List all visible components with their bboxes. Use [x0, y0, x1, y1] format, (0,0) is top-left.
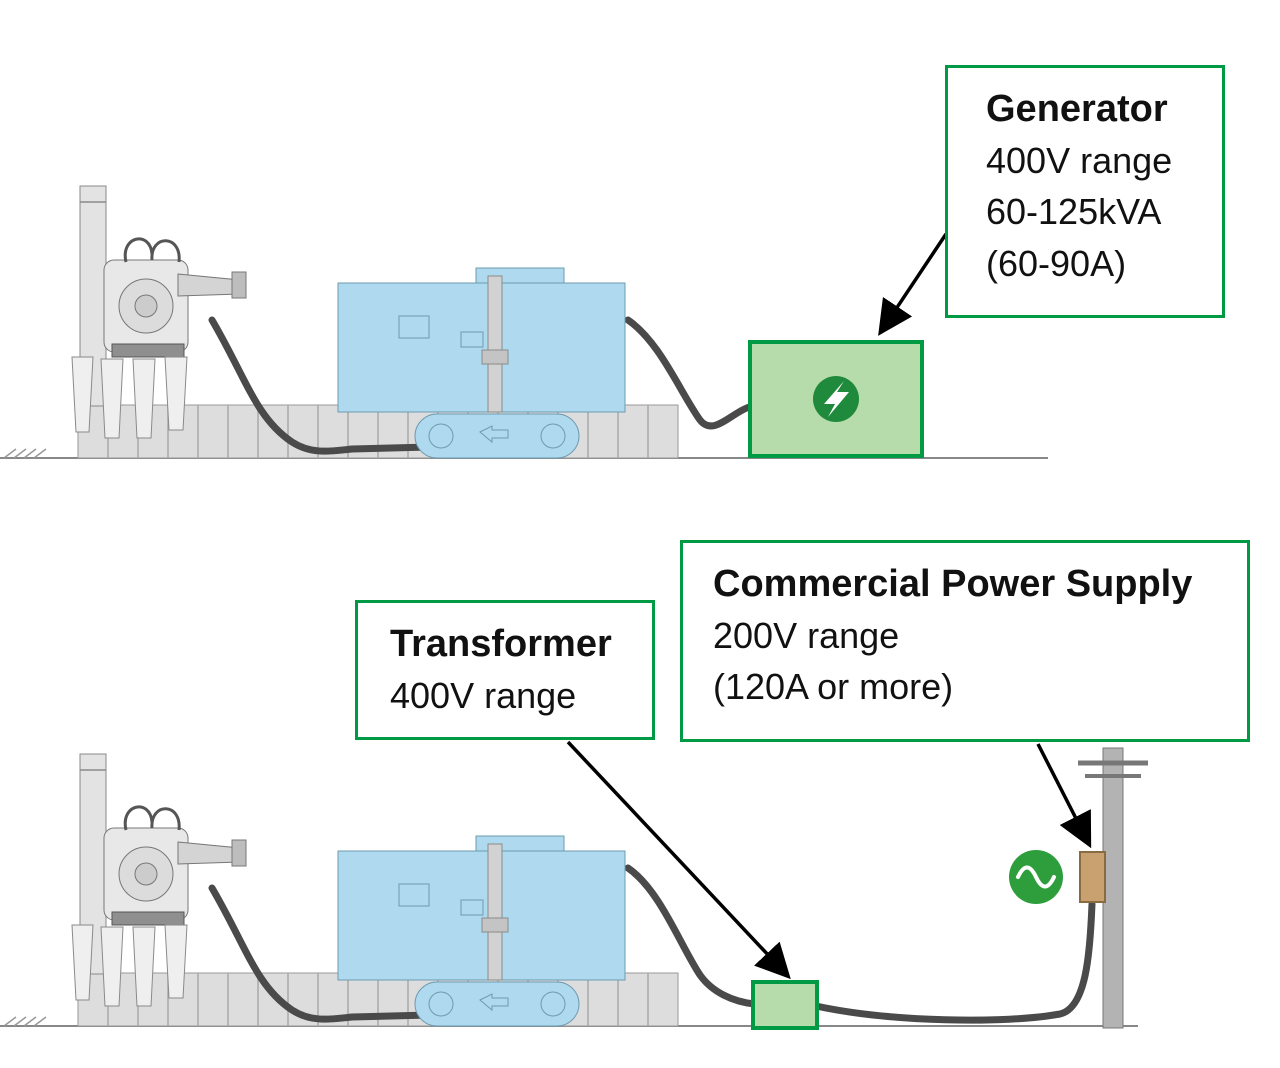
- generator-callout: Generator 400V range 60-125kVA (60-90A): [945, 65, 1225, 318]
- transformer-callout-title: Transformer: [390, 623, 612, 665]
- generator-callout-line: 60-125kVA: [986, 191, 1162, 233]
- transformer-arrow: [566, 740, 791, 980]
- pole-cable: [812, 900, 1096, 1024]
- generator-scene: [0, 186, 1048, 458]
- transformer-box: [751, 980, 819, 1030]
- generator-cable: [624, 316, 757, 430]
- transformer-callout: Transformer 400V range: [355, 600, 655, 740]
- commercial-power-callout: Commercial Power Supply 200V range (120A…: [680, 540, 1250, 742]
- drilling-machine-top: [4, 186, 678, 458]
- transformer-callout-line: 400V range: [390, 675, 577, 717]
- commercial-power-callout-title: Commercial Power Supply: [713, 563, 1193, 605]
- generator-arrow: [878, 233, 948, 336]
- service-meter-box: [1079, 851, 1106, 903]
- generator-callout-line: 400V range: [986, 140, 1173, 182]
- lightning-bolt-icon: [813, 376, 859, 422]
- commercial-power-callout-line: 200V range: [713, 615, 900, 657]
- generator-callout-title: Generator: [986, 88, 1168, 130]
- transformer-cable-in: [624, 864, 759, 1008]
- power-supply-arrow: [1036, 743, 1092, 849]
- commercial-power-callout-line: (120A or more): [713, 666, 954, 708]
- generator-callout-line: (60-90A): [986, 242, 1127, 284]
- utility-pole: [1078, 747, 1148, 1029]
- commercial-scene: [0, 740, 1148, 1030]
- drilling-machine-bottom: [4, 754, 678, 1026]
- ac-sine-wave-icon: [1009, 850, 1063, 904]
